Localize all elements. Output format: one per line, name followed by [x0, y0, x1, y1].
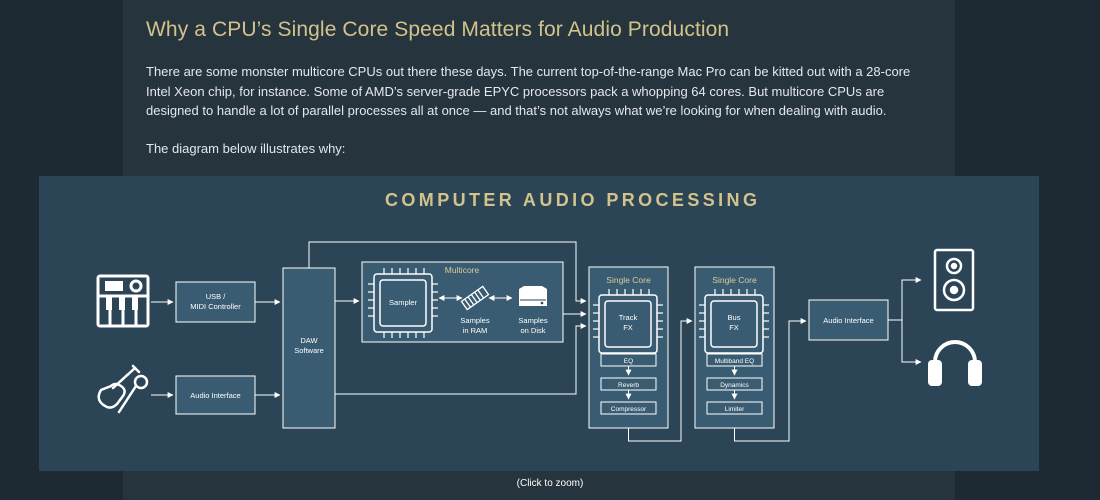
article-paragraph: The diagram below illustrates why: [146, 141, 346, 156]
fx-box-compressor [600, 401, 657, 415]
fx-label: Limiter [725, 406, 745, 413]
zoom-caption[interactable]: (Click to zoom) [516, 478, 584, 489]
guitar-microphone-icon [97, 364, 149, 414]
headphones-icon [928, 340, 982, 386]
audio-interface-input-label: Audio Interface [190, 391, 240, 400]
bus-core-label: Single Core [712, 275, 757, 285]
track-chip-label: FX [623, 323, 633, 332]
daw-software-box [282, 267, 336, 429]
diagram-title: COMPUTER AUDIO PROCESSING [385, 190, 760, 210]
samples-ram-label: in RAM [463, 326, 488, 335]
article-paragraph: There are some monster multicore CPUs ou… [146, 64, 911, 118]
bus-chip-label: FX [729, 323, 739, 332]
audio-interface-output-box [808, 299, 889, 341]
fx-label: Reverb [618, 382, 639, 389]
fx-label: Multiband EQ [715, 358, 754, 365]
usb-midi-controller-box [175, 281, 256, 323]
multicore-label: Multicore [445, 265, 480, 275]
fx-box-limiter [706, 401, 763, 415]
usb-midi-label: MIDI Controller [190, 302, 241, 311]
samples-disk-label: Samples [518, 316, 547, 325]
samples-disk-label: on Disk [520, 326, 545, 335]
daw-label: Software [294, 346, 324, 355]
speaker-icon [933, 248, 975, 312]
sampler-chip-icon [368, 268, 438, 338]
keyboard-controller-icon [96, 274, 150, 328]
disk-drive-icon [519, 286, 547, 306]
sampler-label: Sampler [389, 298, 417, 307]
diagram-image[interactable]: COMPUTER AUDIO PROCESSING USB / MIDI Con… [39, 176, 1039, 471]
fx-label: Dynamics [720, 382, 749, 389]
ram-stick-icon [460, 285, 490, 311]
bus-chip-label: Bus [728, 313, 741, 322]
fx-label: Compressor [611, 406, 647, 413]
article-heading: Why a CPU’s Single Core Speed Matters fo… [146, 18, 730, 41]
daw-label: DAW [300, 336, 318, 345]
track-fx-chip-icon [593, 289, 663, 359]
usb-midi-label: USB / [206, 292, 227, 301]
fx-label: EQ [624, 358, 633, 365]
audio-interface-input-box [175, 375, 256, 415]
samples-ram-label: Samples [460, 316, 489, 325]
track-chip-label: Track [619, 313, 638, 322]
audio-interface-output-label: Audio Interface [823, 316, 873, 325]
track-core-label: Single Core [606, 275, 651, 285]
